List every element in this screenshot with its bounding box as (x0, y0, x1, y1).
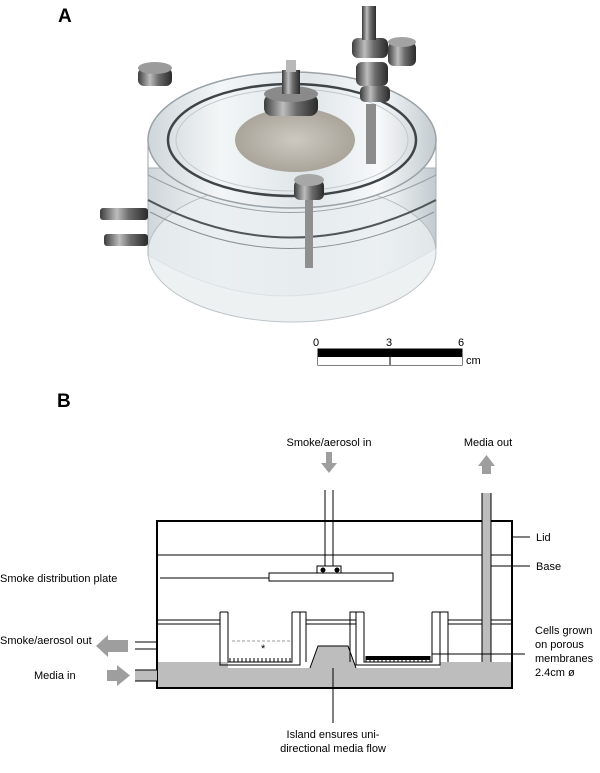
panel-a-letter: A (58, 6, 72, 27)
label-base: Base (536, 561, 561, 573)
membrane-well-right (355, 611, 441, 666)
label-cells-1: Cells grown (535, 625, 592, 637)
smoke-in-arrow (321, 452, 337, 473)
panel-b-letter: B (57, 391, 71, 412)
smoke-out-pipe (135, 641, 157, 650)
chamber-outline (156, 520, 513, 689)
label-media-out: Media out (464, 437, 512, 449)
chamber-photo (147, 71, 437, 323)
label-island-1: Island ensures uni- (287, 729, 380, 741)
label-smoke-out: Smoke/aerosol out (0, 635, 92, 647)
label-media-in: Media in (34, 670, 76, 682)
media-out-arrow (478, 455, 495, 474)
membrane-well-left: * (219, 611, 301, 666)
smoke-inlet-tube (324, 490, 334, 566)
label-island-2: directional media flow (280, 743, 386, 755)
island (309, 645, 357, 669)
scale-tick-6: 6 (458, 337, 464, 349)
scale-tick-3: 3 (386, 337, 392, 349)
label-cells-4: 2.4cm ø (535, 667, 575, 679)
media-out-tube (481, 493, 492, 663)
asterisk-label: * (261, 643, 266, 655)
scale-tick-0: 0 (313, 337, 319, 349)
media-in-arrow (107, 665, 130, 686)
label-cells-2: on porous (535, 639, 584, 651)
side-ports (100, 208, 148, 246)
media-layer (157, 646, 512, 688)
label-lid: Lid (536, 532, 551, 544)
smoke-out-arrow (96, 635, 128, 657)
lid-knob-back-right (388, 37, 416, 66)
lid-knob-left (138, 62, 172, 86)
scale-unit: cm (466, 355, 481, 367)
outlet-connector-stack (352, 6, 390, 164)
label-smoke-in: Smoke/aerosol in (287, 437, 372, 449)
label-cells-3: membranes (535, 653, 594, 665)
center-inlet-connector (264, 60, 318, 116)
media-in-pipe (135, 669, 157, 682)
smoke-distribution-plate (268, 565, 394, 582)
label-distribution-plate: Smoke distribution plate (0, 573, 117, 585)
lid-knob-front (294, 174, 324, 268)
